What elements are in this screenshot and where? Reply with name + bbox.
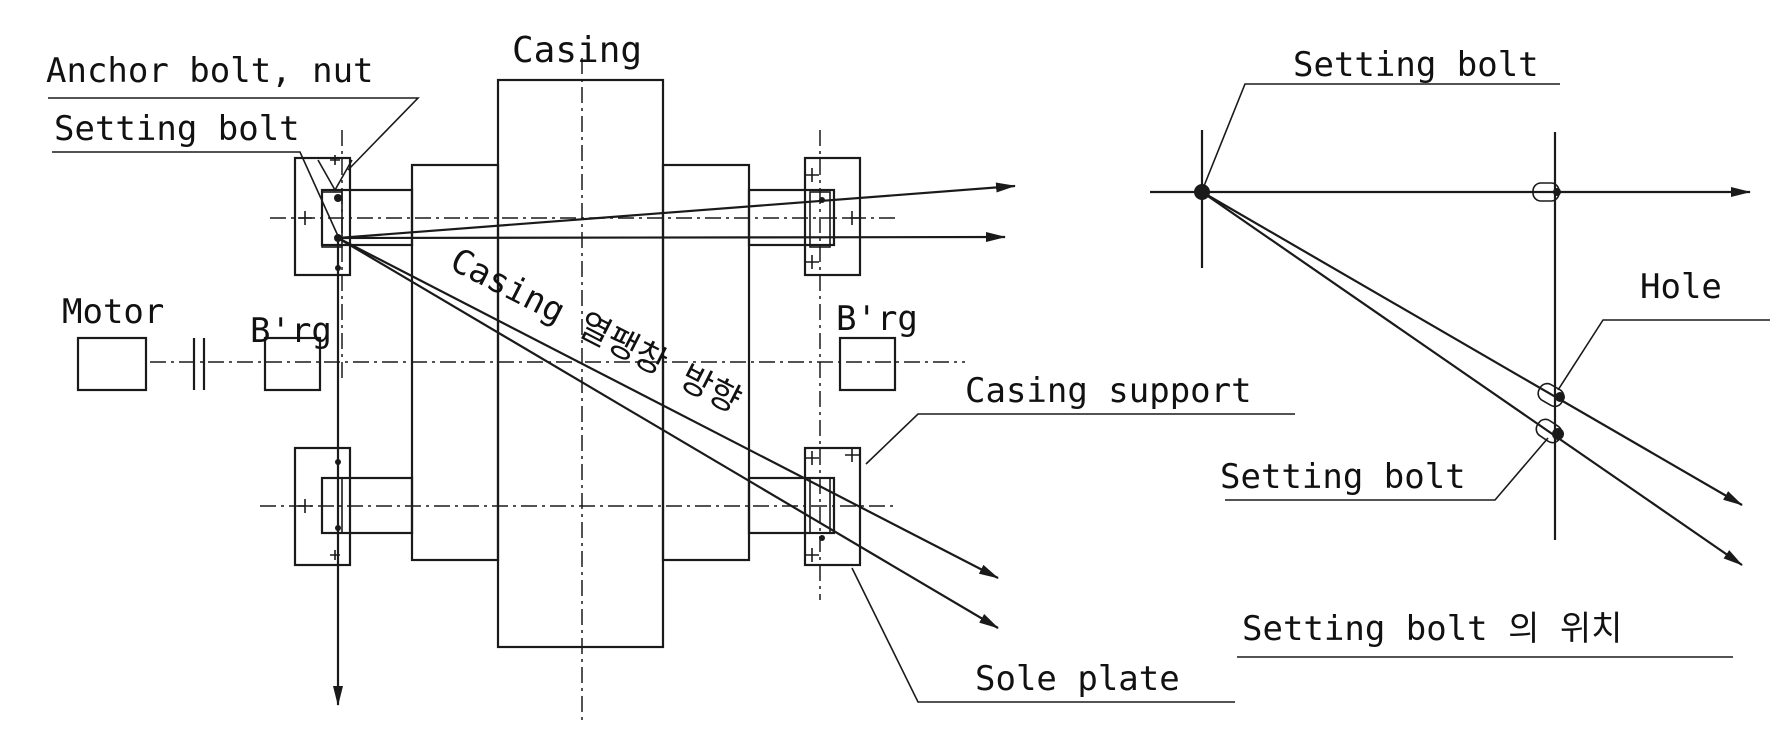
anchor-bolt-chevron bbox=[317, 159, 353, 192]
bearing-right bbox=[838, 336, 897, 392]
setting-bolt-label-right-bottom: Setting bolt bbox=[1220, 457, 1466, 497]
caption-label: Setting bolt 의 위치 bbox=[1242, 609, 1622, 649]
motor-label: Motor bbox=[62, 292, 164, 332]
direction-arrow-diagonal-1 bbox=[1201, 191, 1743, 506]
coupling-mark bbox=[192, 338, 206, 390]
bolt-dots bbox=[334, 194, 825, 541]
leader-anchor-bolt bbox=[48, 97, 420, 171]
setting-bolt-label-right-top: Setting bolt bbox=[1293, 45, 1539, 85]
sole-plate-label: Sole plate bbox=[975, 659, 1180, 699]
hole-label: Hole bbox=[1640, 267, 1722, 307]
motor-box bbox=[76, 336, 148, 392]
casing-label: Casing bbox=[512, 30, 642, 71]
anchor-bolt-label: Anchor bolt, nut bbox=[46, 51, 374, 91]
leader-hole bbox=[1557, 319, 1770, 391]
setting-bolt-position-view bbox=[1150, 83, 1770, 658]
leader-sole-plate bbox=[851, 567, 1235, 703]
expansion-arrow-3 bbox=[337, 237, 999, 579]
expansion-arrow-1 bbox=[337, 182, 1016, 240]
sole-plate-right-top bbox=[803, 156, 862, 277]
sole-plate-left-top bbox=[293, 156, 352, 277]
expansion-arrow-4 bbox=[337, 237, 999, 629]
leader-setting-bolt-right-top bbox=[1203, 83, 1560, 187]
casing-support-label: Casing support bbox=[965, 371, 1252, 411]
expansion-arrow-2 bbox=[337, 232, 1006, 243]
slot-holes bbox=[1532, 182, 1565, 444]
leader-setting-bolt-left bbox=[52, 151, 339, 237]
bearing-left bbox=[263, 336, 322, 392]
direction-arrow-diagonal-2 bbox=[1201, 191, 1743, 566]
bolt-crosses bbox=[298, 155, 859, 562]
casing-direction-label: Casing 열팽창 방향 bbox=[444, 240, 747, 421]
casing-flange-right bbox=[661, 163, 751, 562]
casing-flange-left bbox=[410, 163, 500, 562]
brg-label-right: B'rg bbox=[836, 299, 918, 339]
brg-label-left: B'rg bbox=[250, 311, 332, 351]
plan-view bbox=[48, 58, 1295, 725]
leader-setting-bolt-right-bottom bbox=[1225, 437, 1549, 501]
leader-casing-support bbox=[865, 413, 1295, 465]
setting-bolt-label-left: Setting bolt bbox=[54, 109, 300, 149]
